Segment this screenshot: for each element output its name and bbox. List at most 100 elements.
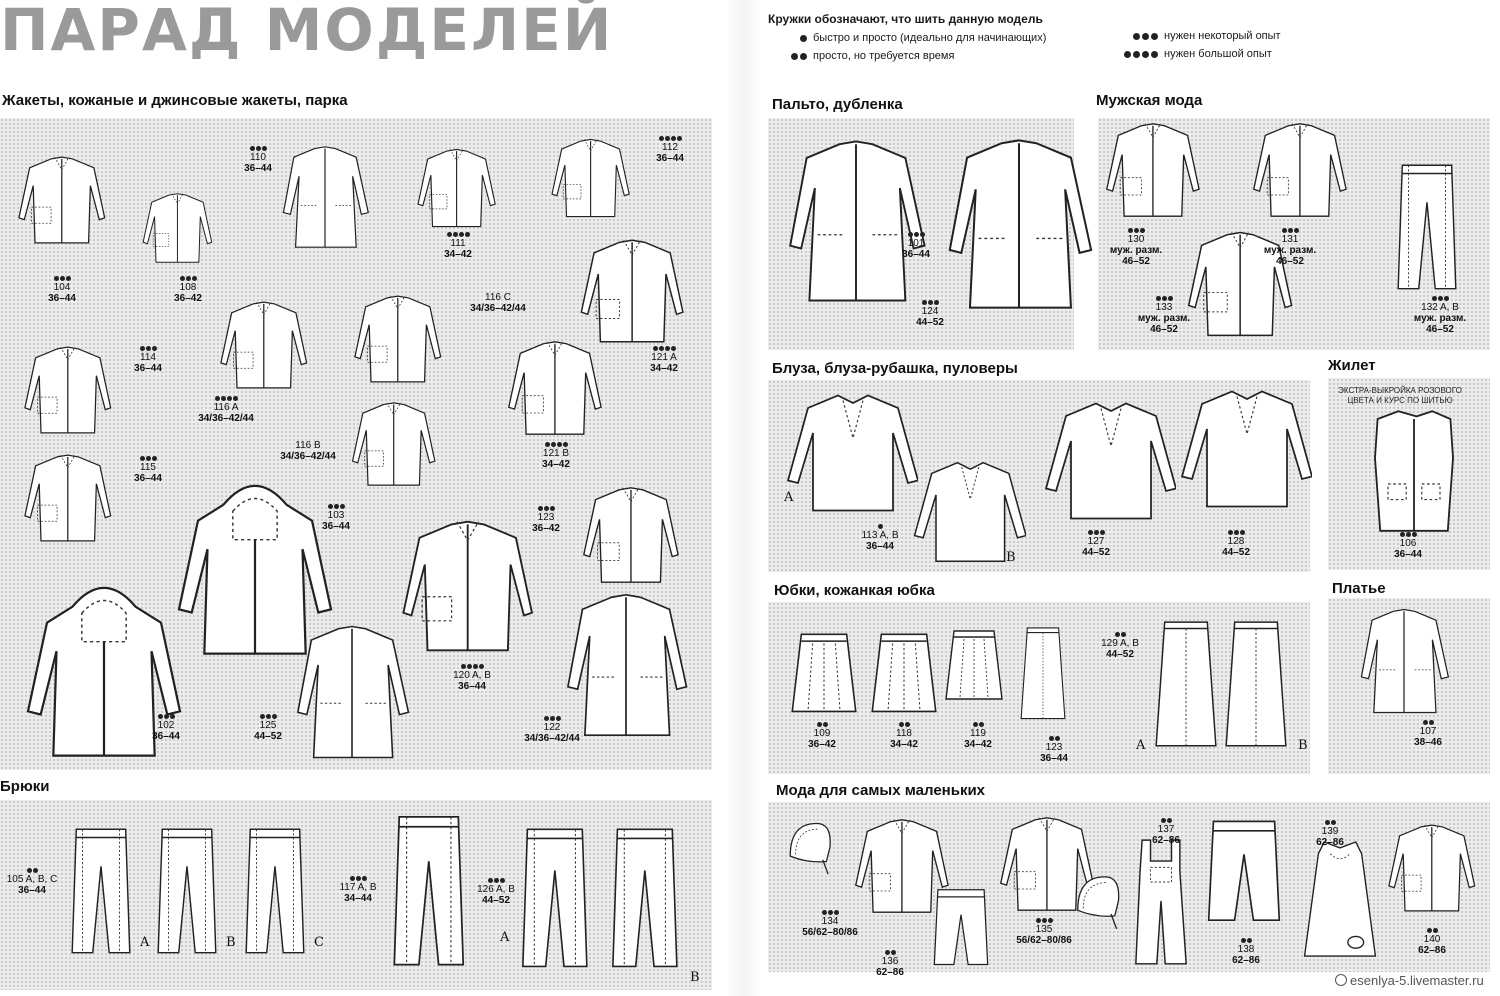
legend-item-4: нужен большой опыт	[1124, 48, 1272, 60]
model-number: 125	[259, 720, 277, 731]
difficulty-dots-icon	[512, 716, 592, 721]
garment-drawing-icon	[498, 338, 608, 438]
size-note: муж. разм.	[1137, 313, 1191, 324]
variant-letter-b: B	[1298, 738, 1308, 753]
model-number: 108	[179, 282, 197, 293]
garment-drawing-icon	[152, 812, 224, 972]
difficulty-dots-icon	[418, 232, 498, 237]
model-number: 133	[1155, 302, 1173, 313]
difficulty-dots-icon	[108, 456, 188, 461]
variant-letter-b: B	[690, 970, 700, 985]
size-range: 44–52	[916, 317, 944, 328]
size-range: 62–86	[1152, 835, 1180, 846]
size-range: 36–44	[134, 473, 162, 484]
model-number: 113 A, B	[861, 530, 899, 541]
model-number: 116 C	[485, 292, 511, 303]
garment-drawing-icon	[980, 814, 1110, 914]
difficulty-dots-icon	[228, 714, 308, 719]
difficulty-dots-icon	[938, 722, 1018, 727]
model-number: 116 B	[295, 440, 321, 451]
difficulty-dots-icon	[1368, 532, 1448, 537]
garment-drawing-icon	[906, 452, 1026, 572]
difficulty-dots-icon	[840, 524, 920, 529]
garment-drawing-icon	[1172, 384, 1312, 514]
size-range: 62–86	[1232, 955, 1260, 966]
garment-drawing-icon	[346, 284, 446, 394]
difficulty-dots-icon	[1196, 530, 1276, 535]
difficulty-dots-icon	[516, 442, 596, 447]
garment-drawing-icon	[944, 626, 1004, 706]
difficulty-dots-icon	[1400, 296, 1480, 301]
size-range: 34/36–42/44	[470, 303, 526, 314]
garment-drawing-icon	[870, 624, 938, 724]
difficulty-dots-icon	[1056, 530, 1136, 535]
section-title-trousers: Брюки	[0, 778, 50, 795]
difficulty-dots-icon	[1392, 928, 1472, 933]
size-range: 36–44	[18, 885, 46, 896]
section-title-vest: Жилет	[1328, 357, 1376, 374]
difficulty-dots-icon	[1004, 918, 1084, 923]
difficulty-dots-icon	[1250, 228, 1330, 233]
garment-drawing-icon	[1036, 396, 1176, 526]
difficulty-dots-icon	[1206, 938, 1286, 943]
garment-drawing-icon	[1096, 120, 1206, 220]
model-number: 137	[1157, 824, 1175, 835]
garment-drawing-icon	[1018, 614, 1068, 734]
size-note: муж. разм.	[1109, 245, 1163, 256]
difficulty-dots-icon	[148, 276, 228, 281]
difficulty-dots-icon	[506, 506, 586, 511]
model-number: 110	[250, 152, 266, 163]
garment-drawing-icon	[16, 330, 116, 450]
model-number: 105 A, B, C	[6, 874, 58, 885]
model-number: 102	[157, 720, 175, 731]
garment-drawing-icon	[16, 438, 116, 558]
model-number: 109	[813, 728, 831, 739]
model-number: 107	[1419, 726, 1437, 737]
model-number: 117 A, B	[339, 882, 377, 893]
size-range: 34–42	[542, 459, 570, 470]
difficulty-dots-icon	[1080, 632, 1160, 637]
model-number: 128	[1227, 536, 1245, 547]
model-number: 135	[1035, 924, 1053, 935]
garment-drawing-icon	[546, 590, 706, 740]
section-title-jackets: Жакеты, кожаные и джинсовые жакеты, парк…	[2, 92, 348, 109]
size-range: 36–44	[1394, 549, 1422, 560]
section-title-blouses: Блуза, блуза-рубашка, пуловеры	[772, 360, 1018, 377]
garment-drawing-icon	[790, 624, 858, 724]
difficulty-dots-icon	[1388, 720, 1468, 725]
garment-drawing-icon	[1216, 620, 1296, 750]
model-number: 123	[1045, 742, 1063, 753]
size-range: 56/62–80/86	[802, 927, 858, 938]
garment-drawing-icon	[574, 480, 684, 590]
garment-drawing-icon	[1178, 224, 1298, 344]
variant-letter-b: B	[226, 935, 236, 950]
model-number: 116 A	[213, 402, 239, 413]
garment-drawing-icon	[410, 138, 500, 238]
model-number: 132 A, B	[1421, 302, 1459, 313]
difficulty-dots-icon	[890, 300, 970, 305]
model-number: 123	[537, 512, 555, 523]
model-number: 115	[140, 462, 156, 473]
size-range: 56/62–80/86	[1016, 935, 1072, 946]
page-gutter	[725, 0, 761, 996]
garment-drawing-icon	[240, 812, 312, 972]
garment-drawing-icon	[1204, 812, 1284, 932]
garment-drawing-icon	[944, 124, 1094, 324]
size-range: 36–44	[244, 163, 272, 174]
